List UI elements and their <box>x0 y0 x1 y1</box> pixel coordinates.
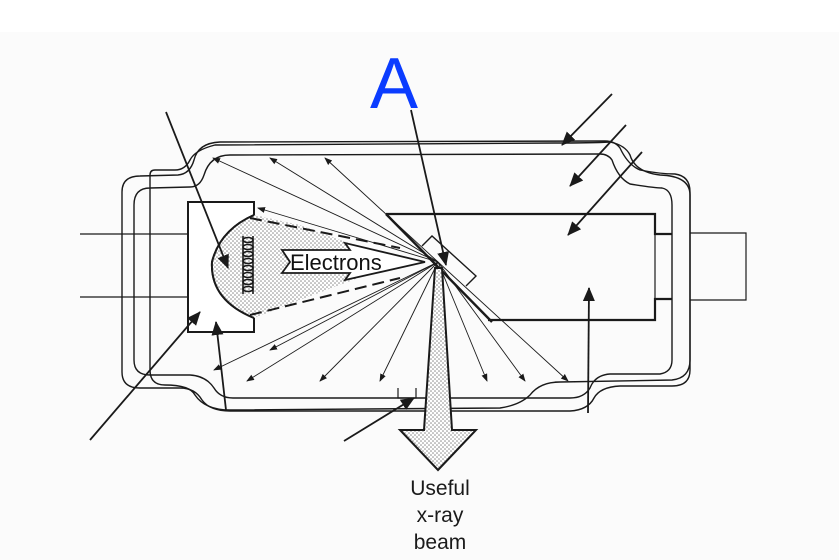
pointer-window <box>343 397 415 442</box>
useful-beam-arrow <box>397 267 479 472</box>
x-ray-rays <box>212 157 569 382</box>
beam-label-line: Useful <box>410 477 470 500</box>
pointer-cup-bottom <box>211 321 227 411</box>
glass-envelope-outer <box>149 141 691 411</box>
label-pointers <box>89 93 643 442</box>
pointer-rotor <box>582 287 595 414</box>
beam-label-line: beam <box>413 531 467 554</box>
tube-window <box>397 388 417 399</box>
filament-coil <box>242 236 254 294</box>
pointer-vacuum <box>569 124 627 187</box>
pointer-filament <box>165 111 229 269</box>
anode-body <box>386 212 672 322</box>
electron-beam-edge-bottom <box>249 277 401 316</box>
target <box>421 235 478 287</box>
background <box>0 32 839 560</box>
glass-envelope <box>121 140 691 412</box>
anode-stem <box>690 232 747 301</box>
useful-beam-label: Useful x-ray beam <box>380 475 500 556</box>
label-a: A <box>370 44 419 124</box>
electrons-label: Electrons <box>290 250 382 275</box>
pointer-a <box>410 109 449 266</box>
electrons-arrow <box>280 241 426 282</box>
pointer-cup-left <box>89 311 201 441</box>
pointer-envelope <box>561 93 613 146</box>
beam-label-line: x-ray <box>416 504 464 527</box>
pointer-anode <box>567 151 643 236</box>
